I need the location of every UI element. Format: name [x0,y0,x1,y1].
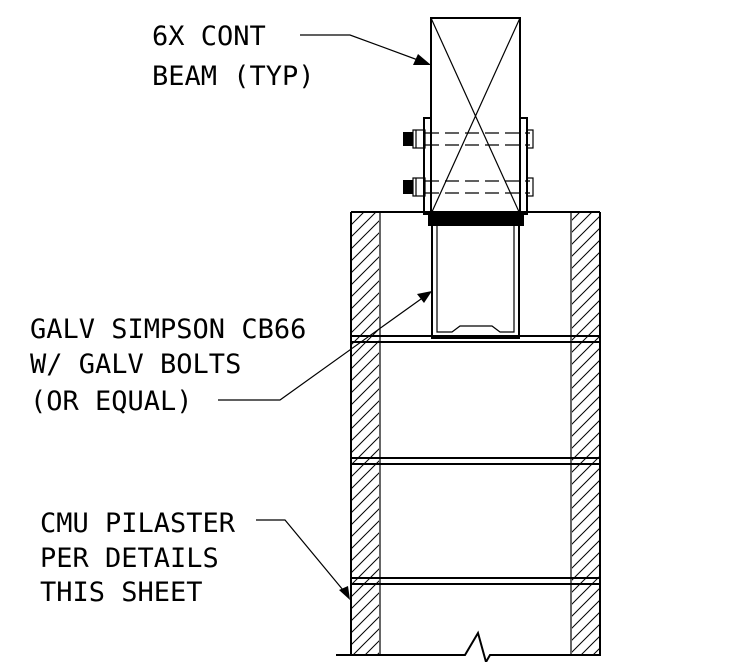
connector-label-line-1: GALV SIMPSON CB66 [30,314,306,345]
left-strap [423,117,432,215]
beam-leader-arrow [413,54,431,65]
pilaster-leader-arrow [339,586,350,600]
beam-label-line-2: BEAM (TYP) [152,61,315,92]
embed-stirrup-inner [436,226,515,333]
connector-leader [218,293,429,401]
connector-label-line-3: (OR EQUAL) [30,386,193,417]
beam-label-line-1: 6X CONT [152,21,266,52]
column-base-connector [403,117,534,339]
break-line [336,630,600,662]
pilaster-label: CMU PILASTER PER DETAILS THIS SHEET [40,508,236,608]
pilaster-label-line-2: PER DETAILS [40,543,219,574]
beam [430,17,521,215]
left-shell-hatch [352,213,379,656]
connector-label-line-2: W/ GALV BOLTS [30,349,241,380]
cmu-pilaster [336,211,601,662]
connector-leader-arrow [417,291,432,303]
leaders [218,34,432,600]
pilaster-label-line-1: CMU PILASTER [40,508,236,539]
mortar-joints [351,335,600,585]
connector-label: GALV SIMPSON CB66 W/ GALV BOLTS (OR EQUA… [30,314,306,417]
pilaster-leader [256,519,349,597]
pilaster-label-line-3: THIS SHEET [40,577,203,608]
bolt-lower [403,177,534,197]
bolt-upper [403,129,534,149]
beam-label: 6X CONT BEAM (TYP) [152,21,315,92]
seat-plate [428,212,524,226]
beam-leader [300,34,427,64]
right-shell-hatch [572,213,599,656]
embed-stirrup-outer [431,226,520,339]
